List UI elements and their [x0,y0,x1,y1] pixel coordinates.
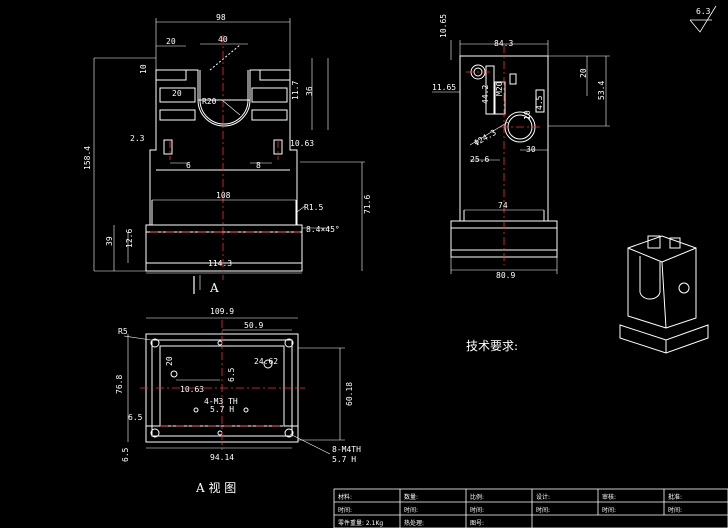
dimension-label: 80.9 [496,271,515,280]
dimension-label: 10.65 [439,14,448,38]
dimension-label: 批准: [668,493,682,501]
side-view-centerlines [466,45,540,265]
dimension-label: 50.9 [244,321,263,330]
dimension-label: 8-M4TH [332,445,361,454]
dimension-label: 10.63 [180,385,204,394]
dimension-label: 20 [579,68,588,78]
dimension-label: 时间: [470,506,484,514]
dimension-label: 114.3 [208,259,232,268]
dimension-label: 6.5 [227,367,236,382]
dimension-label: 74 [498,201,508,210]
dimension-label: 158.4 [83,146,92,170]
dimension-label: 24.62 [254,357,278,366]
bottom-view-centerlines [140,320,305,450]
dimension-label: 时间: [338,506,352,514]
dimension-label: 4-M3 TH [204,397,238,406]
dimension-label: 6.3 [696,7,711,16]
bottom-view-dimension-lines [123,317,345,455]
dimension-label: 30 [526,145,536,154]
dimension-label: 5.7 H [332,455,356,464]
dimension-label: 98 [216,13,226,22]
dimension-label: 60.18 [345,382,354,406]
dimension-label: 40 [218,35,228,44]
dimension-label: 94.14 [210,453,234,462]
dimension-label: 时间: [668,506,682,514]
dimension-label: 5.7 H [210,405,234,414]
dimension-label: A 视 图 [195,480,236,495]
dimension-label: 108 [216,191,231,200]
dimension-label: 数量: [404,493,418,501]
dimension-label: 4.5 [535,95,544,110]
dimension-label: 20 [172,89,182,98]
dimension-label: R20 [202,97,217,106]
dimension-label: 11.65 [432,83,456,92]
dimension-label: 10.63 [290,139,314,148]
dimension-label: 时间: [404,506,418,514]
dimension-label: M20 [495,81,504,96]
dimension-label: 11.7 [291,81,300,100]
front-view-dimension-lines [93,18,365,290]
dimension-label: 12.6 [125,229,134,248]
dimension-label: 设计: [536,493,550,501]
dimension-label: R1.5 [304,203,323,212]
roughness-symbol [689,5,717,33]
dimension-label: 时间: [602,506,616,514]
dimension-label: 84.3 [494,39,513,48]
dimension-label: 6.5 [121,447,130,462]
dimension-label: 2.3 [130,134,145,143]
dimension-label: 6 [186,161,191,170]
dimension-label: 36 [305,86,314,96]
dimension-label: 53.4 [597,81,606,100]
title-block-frame [333,488,728,528]
dimension-label: 审核: [602,493,616,501]
isometric-view [619,235,709,354]
dimension-label: 10 [139,64,148,74]
dimension-label: 76.8 [115,375,124,394]
dimension-label: 比例: [470,493,484,501]
dimension-label: Φ24.3 [473,128,499,148]
dimension-label: 44.2 [481,85,490,104]
dimension-label: 109.9 [210,307,234,316]
dimension-label: 材料: [338,493,352,501]
dimension-label: R5 [118,327,128,336]
dimension-label: 技术要求: [466,339,518,353]
dimension-label: 时间: [536,506,550,514]
dimension-label: 25.6 [470,155,489,164]
dimension-label: 39 [105,236,114,246]
dimension-label: A [209,281,219,295]
dimension-label: 图号: [470,520,484,527]
dimension-label: 零件重量: 2.1Kg [338,519,383,527]
dimension-label: 热处理: [404,519,424,527]
dimension-label: 20 [165,356,174,366]
dimension-label: 6.5 [128,413,143,422]
dimension-label: 8 [256,161,261,170]
dimension-label: 20 [166,37,176,46]
front-view-centerlines [150,35,300,280]
dimension-label: 71.6 [363,195,372,214]
dimension-label: 8.4×45° [306,225,340,234]
dimension-label: 10 [523,110,532,120]
front-view [145,44,303,272]
side-view-dimension-lines [432,40,610,274]
